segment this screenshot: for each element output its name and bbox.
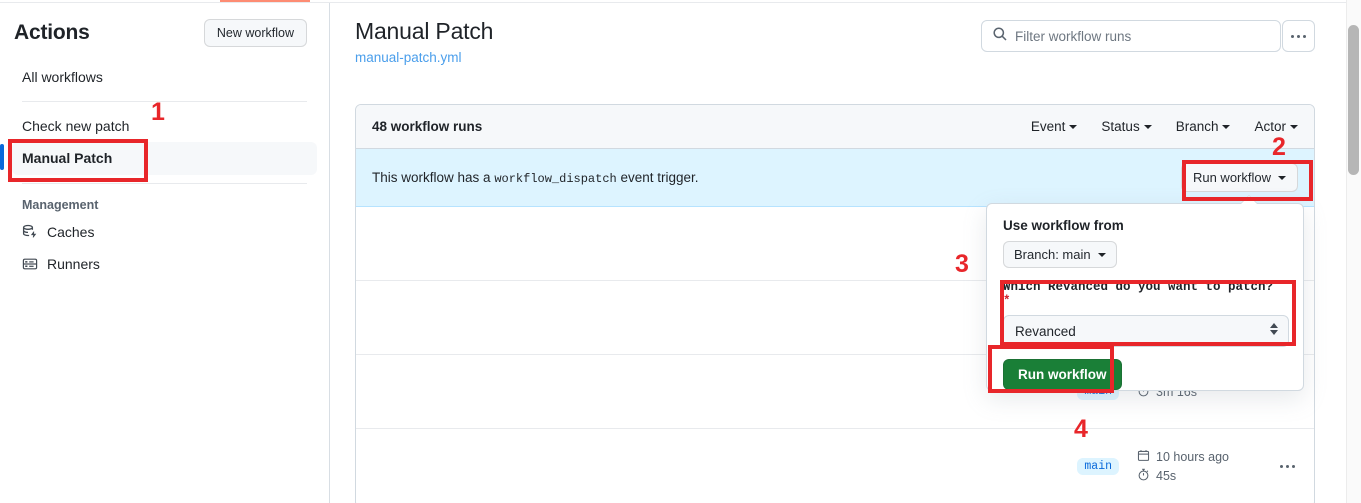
sidebar-item-label: Runners — [47, 255, 100, 272]
kebab-dot — [1303, 34, 1306, 38]
actions-title: Actions — [14, 21, 90, 44]
dispatch-event-code: workflow_dispatch — [494, 171, 617, 186]
page-scrollbar-track[interactable] — [1346, 0, 1361, 503]
run-workflow-button-label: Run workflow — [1192, 170, 1271, 185]
chevron-down-icon — [1143, 124, 1152, 129]
submit-run-workflow-button[interactable]: Run workflow — [1003, 359, 1122, 390]
sidebar-item-label: Manual Patch — [22, 150, 113, 167]
filter-event[interactable]: Event — [1031, 119, 1078, 134]
run-filters: Event Status Branch Actor — [1031, 119, 1298, 134]
sidebar-item-caches[interactable]: Caches — [12, 216, 317, 248]
run-meta-cell: 10 hours ago 45s — [1119, 449, 1274, 484]
workflow-dispatch-banner: This workflow has a workflow_dispatch ev… — [356, 149, 1314, 207]
loading-progress-bar — [220, 0, 310, 3]
filter-label: Branch — [1175, 119, 1219, 134]
use-workflow-from-label: Use workflow from — [1003, 218, 1124, 233]
search-input[interactable] — [1015, 28, 1270, 44]
chevron-down-icon — [1290, 124, 1298, 129]
run-workflow-popup: Use workflow from Branch: main Which Rev… — [986, 195, 1304, 391]
filter-status[interactable]: Status — [1101, 119, 1152, 134]
dispatch-text-before: This workflow has a — [372, 169, 491, 185]
filter-branch[interactable]: Branch — [1176, 119, 1231, 134]
kebab-dot — [1291, 464, 1295, 468]
sidebar-header: Actions New workflow — [0, 3, 329, 61]
required-marker: * — [1003, 294, 1011, 308]
runners-icon — [22, 256, 38, 272]
select-updown-icon — [1270, 323, 1278, 335]
kebab-dot — [1291, 34, 1294, 38]
sidebar-divider — [22, 182, 307, 184]
branch-select-button[interactable]: Branch: main — [1003, 241, 1117, 268]
run-duration-text: 45s — [1156, 468, 1177, 483]
branch-select-label: Branch: main — [1014, 247, 1091, 262]
sidebar-nav: All workflows Check new patch Manual Pat… — [0, 61, 329, 280]
calendar-icon — [1137, 449, 1150, 465]
cache-icon — [22, 224, 38, 240]
branch-badge[interactable]: main — [1077, 457, 1119, 475]
revanced-input-label-text: Which Revanced do you want to patch? — [1003, 280, 1274, 294]
filter-label: Event — [1030, 119, 1066, 134]
overflow-menu-button[interactable] — [1282, 20, 1315, 52]
kebab-dot — [1297, 34, 1300, 38]
table-row[interactable]: main 10 hours ago — [356, 429, 1314, 503]
runs-toolbar: 48 workflow runs Event Status Branch — [356, 105, 1314, 149]
popup-caret-inner-icon — [1241, 196, 1257, 204]
search-icon — [992, 26, 1008, 47]
chevron-down-icon — [1222, 124, 1231, 129]
top-divider — [0, 2, 1361, 3]
filter-actor[interactable]: Actor — [1254, 119, 1298, 134]
sidebar-item-check-new-patch[interactable]: Check new patch — [12, 110, 317, 142]
sidebar-item-all-workflows[interactable]: All workflows — [12, 61, 317, 93]
page-title: Manual Patch — [355, 18, 494, 44]
workflow-file-link[interactable]: manual-patch.yml — [355, 49, 462, 65]
run-duration: 45s — [1137, 468, 1274, 484]
new-workflow-button[interactable]: New workflow — [203, 19, 307, 47]
main-header: Manual Patch manual-patch.yml — [331, 3, 1337, 67]
dispatch-banner-text: This workflow has a workflow_dispatch ev… — [372, 170, 699, 186]
run-workflow-dropdown-button[interactable]: Run workflow — [1180, 163, 1298, 192]
sidebar-item-runners[interactable]: Runners — [12, 248, 317, 280]
stopwatch-icon — [1137, 468, 1150, 484]
workflow-runs-count: 48 workflow runs — [372, 119, 483, 134]
sidebar-section-management: Management — [22, 197, 99, 212]
run-date-text: 10 hours ago — [1156, 449, 1229, 464]
kebab-dot — [1279, 464, 1283, 468]
chevron-down-icon — [1097, 252, 1106, 257]
filter-label: Actor — [1254, 119, 1286, 134]
search-box[interactable] — [981, 20, 1281, 52]
sidebar-divider — [22, 101, 307, 103]
revanced-input-label: Which Revanced do you want to patch? * — [1003, 280, 1287, 308]
revanced-select[interactable]: Revanced — [1003, 315, 1289, 347]
chevron-down-icon — [1278, 175, 1286, 180]
sidebar-item-label: All workflows — [22, 69, 103, 85]
sidebar-item-label: Check new patch — [22, 118, 130, 135]
run-date: 10 hours ago — [1137, 449, 1274, 465]
chevron-down-icon — [1069, 124, 1078, 129]
sidebar: Actions New workflow All workflows Check… — [0, 3, 330, 503]
dispatch-text-after: event trigger. — [620, 169, 699, 185]
page-scrollbar-thumb[interactable] — [1348, 25, 1359, 175]
row-overflow-menu[interactable] — [1274, 464, 1300, 468]
filter-label: Status — [1101, 119, 1140, 134]
kebab-dot — [1285, 464, 1289, 468]
sidebar-item-manual-patch[interactable]: Manual Patch — [0, 142, 317, 175]
run-workflow-popup-body: Use workflow from Branch: main Which Rev… — [987, 204, 1303, 390]
sidebar-item-label: Caches — [47, 223, 95, 240]
revanced-select-value: Revanced — [1015, 323, 1076, 339]
